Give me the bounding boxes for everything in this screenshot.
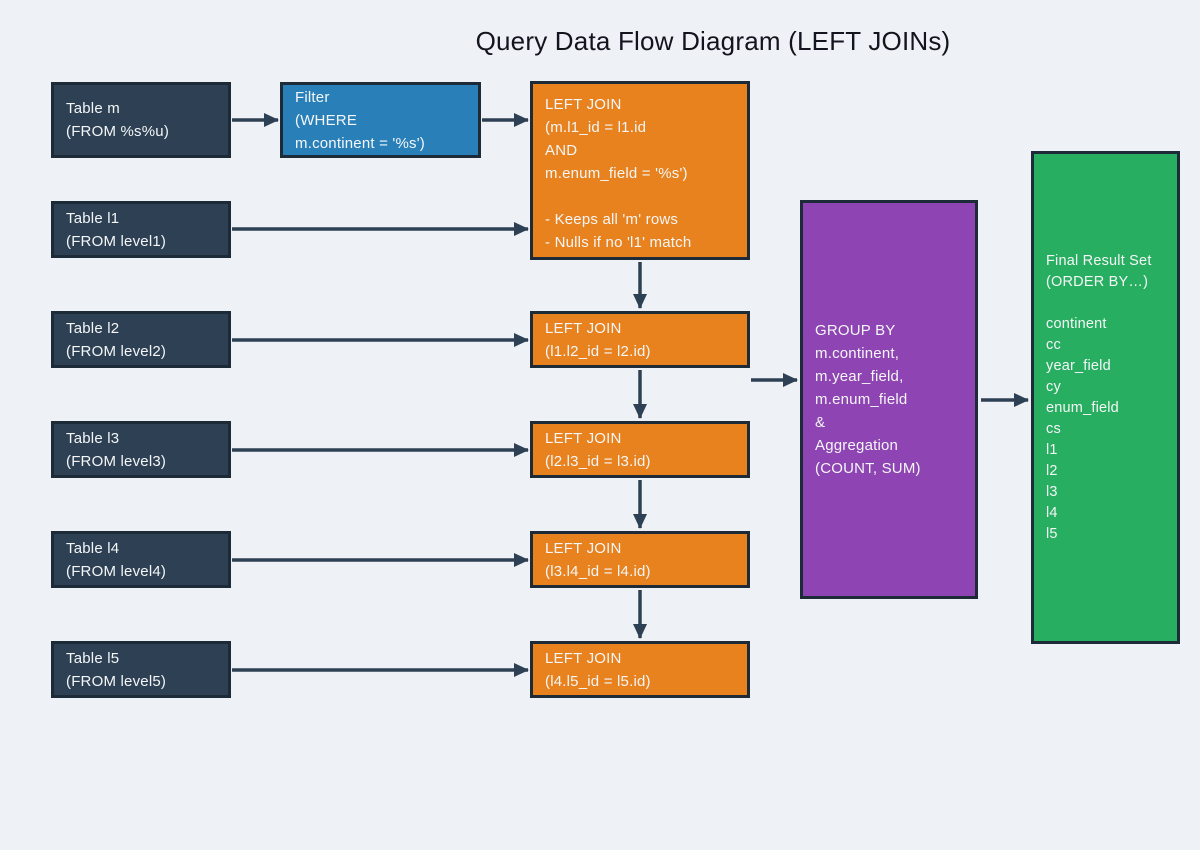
box-text-line: l5 (1046, 525, 1058, 542)
box-text-line: - Keeps all 'm' rows (545, 211, 679, 228)
box-text-line: m.year_field, (815, 368, 904, 385)
diagram-title: Query Data Flow Diagram (LEFT JOINs) (475, 26, 951, 56)
box-text-line: (l1.l2_id = l2.id) (545, 342, 651, 360)
table-l1-box: Table l1 (FROM level1) (51, 201, 231, 258)
box-text-line: l2 (1046, 462, 1058, 479)
box-text-line: LEFT JOIN (545, 539, 622, 557)
box-text-line: (FROM level1) (66, 232, 167, 250)
box-text-line: (WHERE (295, 111, 358, 129)
box-text-line: Table m (66, 100, 120, 117)
left-join-2-box: LEFT JOIN (l1.l2_id = l2.id) (530, 311, 750, 368)
box-text-line: (COUNT, SUM) (815, 460, 921, 477)
table-l4-box: Table l4 (FROM level4) (51, 531, 231, 588)
box-text-line: continent (1046, 315, 1107, 332)
box-text-line: (FROM level2) (66, 342, 167, 360)
box-text-line: year_field (1046, 357, 1111, 374)
box-text-line: cy (1046, 378, 1061, 395)
table-l3-box: Table l3 (FROM level3) (51, 421, 231, 478)
box-text-line: LEFT JOIN (545, 319, 622, 337)
table-l2-box: Table l2 (FROM level2) (51, 311, 231, 368)
box-text-line: m.enum_field (815, 391, 908, 408)
box-text-line (545, 185, 737, 208)
group-by-box: GROUP BY m.continent, m.year_field, m.enum_… (800, 200, 978, 599)
left-join-5-box: LEFT JOIN (l4.l5_id = l5.id) (530, 641, 750, 698)
box-text-line: Table l4 (66, 539, 120, 557)
box-text-line: m.continent = '%s') (295, 134, 425, 152)
box-text-line: l4 (1046, 504, 1058, 521)
table-m-box: Table m (FROM %s%u) (51, 82, 231, 158)
box-text-line: (FROM %s%u) (66, 123, 170, 140)
box-text-line: enum_field (1046, 399, 1119, 416)
box-text-line: LEFT JOIN (545, 649, 622, 667)
box-text-line: Filter (295, 88, 330, 106)
box-text-line: LEFT JOIN (545, 429, 622, 447)
box-text-line: cc (1046, 336, 1061, 353)
box-text-line: (l2.l3_id = l3.id) (545, 452, 651, 470)
box-text-line: Final Result Set (1046, 252, 1152, 269)
box-text-line (1046, 293, 1167, 314)
box-text-line: LEFT JOIN (545, 96, 622, 113)
box-text-line: (l3.l4_id = l4.id) (545, 562, 651, 580)
filter-box: Filter (WHERE m.continent = '%s') (280, 82, 481, 158)
left-join-4-box: LEFT JOIN (l3.l4_id = l4.id) (530, 531, 750, 588)
box-text-line: (FROM level5) (66, 672, 167, 690)
box-text-line: Table l5 (66, 649, 120, 667)
box-text-line: (ORDER BY…) (1046, 273, 1149, 290)
box-text-line: AND (545, 142, 578, 159)
box-text-line: - Nulls if no 'l1' match (545, 234, 692, 251)
box-text-line: m.enum_field = '%s') (545, 165, 688, 182)
final-result-set-box: Final Result Set (ORDER BY…) continent cc y… (1031, 151, 1180, 644)
box-text-line: Table l2 (66, 319, 120, 337)
box-text-line: Table l1 (66, 209, 120, 227)
box-text-line: (l4.l5_id = l5.id) (545, 672, 651, 690)
box-text-line: (m.l1_id = l1.id (545, 119, 647, 136)
box-text-line: l3 (1046, 483, 1058, 500)
left-join-3-box: LEFT JOIN (l2.l3_id = l3.id) (530, 421, 750, 478)
box-text-line: m.continent, (815, 345, 900, 362)
box-text-line: (FROM level3) (66, 452, 167, 470)
box-text-line: Aggregation (815, 437, 899, 454)
box-text-line: (FROM level4) (66, 562, 167, 580)
table-l5-box: Table l5 (FROM level5) (51, 641, 231, 698)
box-text-line: & (815, 414, 826, 431)
box-text-line: l1 (1046, 441, 1058, 458)
box-text-line: GROUP BY (815, 322, 896, 339)
box-text-line: cs (1046, 420, 1061, 437)
box-text-line: Table l3 (66, 429, 120, 447)
